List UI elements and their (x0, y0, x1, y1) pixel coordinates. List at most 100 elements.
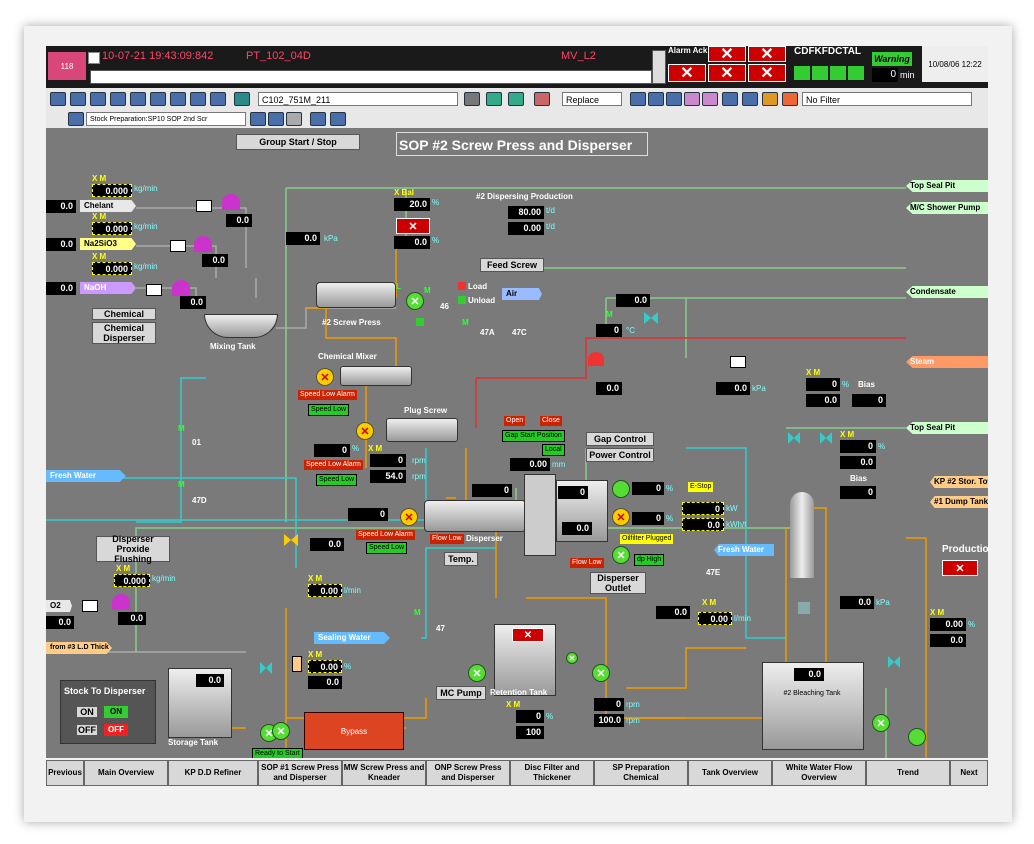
tool-icon[interactable] (684, 92, 700, 106)
close-tag[interactable]: Close (540, 416, 562, 426)
tool-icon[interactable] (70, 92, 86, 106)
tool-icon[interactable] (508, 92, 524, 106)
tool-icon[interactable] (782, 92, 798, 106)
off-button[interactable]: OFF (76, 724, 98, 736)
valve-icon[interactable] (196, 200, 212, 212)
tool-icon[interactable] (110, 92, 126, 106)
plug-motor-icon[interactable]: ✕ (356, 422, 374, 440)
valve-icon[interactable] (730, 356, 746, 368)
tool-icon[interactable] (630, 92, 646, 106)
valve-icon[interactable] (644, 312, 658, 324)
pump-icon[interactable] (222, 194, 240, 210)
valve-icon[interactable] (260, 662, 272, 674)
nav-disc-filter[interactable]: Disc Filter and Thickener (510, 760, 594, 786)
nav-sop1[interactable]: SOP #1 Screw Press and Disperser (258, 760, 342, 786)
tool-icon[interactable] (742, 92, 758, 106)
chemical-disperser-button[interactable]: Chemical Disperser (92, 322, 156, 344)
tool-icon[interactable] (666, 92, 682, 106)
tool-icon[interactable] (190, 92, 206, 106)
nav-onp-screw-press[interactable]: ONP Screw Press and Disperser (426, 760, 510, 786)
mixer-motor-icon[interactable]: ✕ (316, 368, 334, 386)
graphic-combo[interactable]: Stock Preparation:SP10 SOP 2nd Scr (86, 112, 246, 126)
nav-tank-overview[interactable]: Tank Overview (688, 760, 772, 786)
retention-alarm[interactable]: ✕ (512, 628, 544, 642)
disperser[interactable] (424, 500, 526, 532)
tool-icon[interactable] (68, 112, 84, 126)
nav-trend[interactable]: Trend (866, 760, 950, 786)
mixing-tank[interactable] (204, 314, 278, 338)
lube-pump-icon[interactable] (612, 480, 630, 498)
on-button[interactable]: ON (76, 706, 98, 718)
gap-control-button[interactable]: Gap Control (586, 432, 654, 446)
hydraulic-pump-icon[interactable]: ✕ (612, 546, 630, 564)
valve-icon[interactable] (170, 240, 186, 252)
screw-press[interactable] (316, 282, 396, 308)
tool-icon[interactable] (486, 92, 502, 106)
nav-previous[interactable]: Previous (46, 760, 84, 786)
tool-icon[interactable] (130, 92, 146, 106)
plug-screw[interactable] (386, 418, 458, 442)
disperser-flushing-button[interactable]: Disperser Proxide Flushing (96, 534, 170, 564)
mc-pump-motor-icon[interactable]: ✕ (468, 664, 486, 682)
tool-icon[interactable] (464, 92, 480, 106)
valve-icon[interactable] (788, 432, 800, 444)
bleach-transfer-pump-icon[interactable] (908, 728, 926, 746)
small-motor-icon[interactable]: ✕ (566, 652, 578, 664)
tool-icon[interactable] (170, 92, 186, 106)
open-tag[interactable]: Open (504, 416, 526, 426)
retention-pump-icon[interactable]: ✕ (592, 664, 610, 682)
mc-pump-button[interactable]: MC Pump (436, 686, 486, 700)
valve-icon[interactable] (820, 432, 832, 444)
tool-icon[interactable] (250, 112, 266, 126)
temp-button[interactable]: Temp. (444, 552, 478, 566)
nav-next[interactable]: Next (950, 760, 988, 786)
tool-icon[interactable] (534, 92, 550, 106)
tool-icon[interactable] (90, 92, 106, 106)
nav-mw-screw-press[interactable]: MW Screw Press and Kneader (342, 760, 426, 786)
tag-icon[interactable] (234, 92, 250, 106)
valve-icon[interactable] (888, 656, 900, 668)
bypass-button[interactable]: Bypass (304, 712, 404, 750)
valve-icon[interactable] (798, 602, 810, 614)
tool-icon[interactable] (286, 112, 302, 126)
tool-icon[interactable] (150, 92, 166, 106)
disperser-outlet-button[interactable]: Disperser Outlet (590, 572, 646, 594)
replace-combo[interactable]: Replace (562, 92, 622, 106)
press-motor-icon[interactable]: ✕ (406, 292, 424, 310)
steam-valve-icon[interactable] (588, 352, 604, 366)
e-stop-tag[interactable]: E-Stop (688, 482, 714, 492)
tool-icon[interactable] (702, 92, 718, 106)
tool-icon[interactable] (330, 112, 346, 126)
nav-white-water[interactable]: White Water Flow Overview (772, 760, 866, 786)
nav-sp-preparation[interactable]: SP Preparation Chemical (594, 760, 688, 786)
valve-icon[interactable] (146, 284, 162, 296)
tool-icon[interactable] (210, 92, 226, 106)
feed-screw-button[interactable]: Feed Screw (480, 258, 544, 272)
alarm-indicator-1[interactable]: ✕ (708, 46, 746, 63)
chemical-button[interactable]: Chemical (92, 308, 156, 320)
power-control-button[interactable]: Power Control (586, 448, 654, 462)
valve-icon[interactable] (292, 656, 302, 672)
alarm-scroll-button[interactable] (652, 50, 666, 84)
disperser-motor-icon[interactable]: ✕ (400, 508, 418, 526)
pump-icon[interactable] (112, 594, 130, 610)
pump-icon[interactable] (194, 236, 212, 252)
nav-main-overview[interactable]: Main Overview (84, 760, 168, 786)
filter-combo[interactable]: No Filter (802, 92, 972, 106)
alarm-indicator-5[interactable]: ✕ (748, 64, 786, 82)
print-icon[interactable] (722, 92, 738, 106)
nav-kp-dd-refiner[interactable]: KP D.D Refiner (168, 760, 258, 786)
tool-icon[interactable] (648, 92, 664, 106)
pump-icon[interactable] (172, 280, 190, 296)
bleach-pump-icon[interactable]: ✕ (872, 714, 890, 732)
press-alarm[interactable]: ✕ (396, 218, 430, 234)
tool-icon[interactable] (268, 112, 284, 126)
valve-icon[interactable] (82, 600, 98, 612)
alarm-indicator-4[interactable]: ✕ (708, 64, 746, 82)
tool-icon[interactable] (50, 92, 66, 106)
alarm-scrollbar[interactable] (90, 70, 652, 84)
alarm-indicator-3[interactable]: ✕ (668, 64, 706, 82)
production-alarm[interactable]: ✕ (942, 560, 978, 576)
tool-icon[interactable] (762, 92, 778, 106)
group-start-stop-button[interactable]: Group Start / Stop (236, 134, 360, 150)
